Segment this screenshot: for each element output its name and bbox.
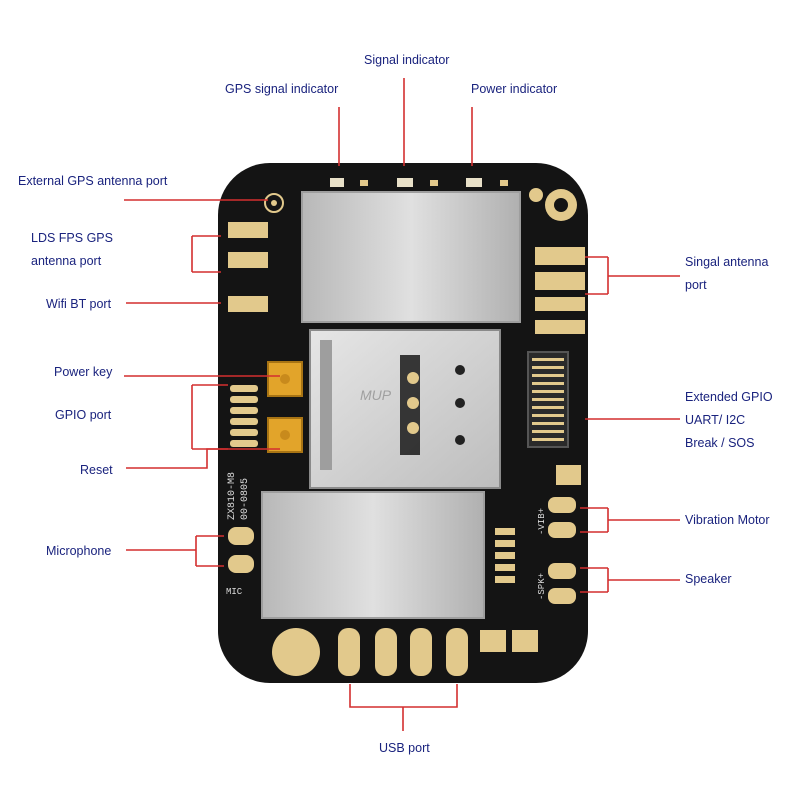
label-lds-fps-gps-line1: LDS FPS GPS: [31, 231, 113, 245]
label-usb-port: USB port: [379, 741, 430, 755]
label-signal-indicator: Signal indicator: [364, 53, 450, 67]
vibration-pad-2: [548, 522, 576, 538]
sim-card-holder: [309, 329, 501, 489]
silkscreen-code: 00-0805: [240, 478, 251, 520]
leader-speaker: [580, 567, 680, 593]
top-rf-shield: [301, 191, 521, 323]
lds-antenna-pad-2: [228, 252, 268, 268]
label-extended-gpio-line1: Extended GPIO: [685, 390, 773, 404]
gpio-pads: [230, 385, 258, 447]
silkscreen-model: ZX810-M8: [227, 472, 238, 520]
leader-vibration: [580, 507, 680, 533]
label-external-gps-antenna-port: External GPS antenna port: [18, 174, 168, 188]
sim-silkscreen: MUP: [360, 387, 392, 403]
vibration-pad-1: [548, 497, 576, 513]
speaker-pad-1: [548, 563, 576, 579]
leader-reset: [126, 448, 280, 469]
microphone-pad-1: [228, 527, 254, 545]
leader-lds-gps: [191, 235, 221, 273]
lds-antenna-pad-1: [228, 222, 268, 238]
label-wifi-bt-port: Wifi BT port: [46, 297, 112, 311]
label-vibration-motor: Vibration Motor: [685, 513, 770, 527]
label-microphone: Microphone: [46, 544, 112, 558]
pcb-board: ZX810-M8 00-0805 MIC -VIB+ -SPK+ MUP: [218, 163, 588, 683]
silkscreen-vib: -VIB+: [537, 508, 547, 535]
wifi-bt-pad: [228, 296, 268, 312]
leader-lines: [124, 78, 680, 731]
label-singal-antenna-line1: Singal antenna: [685, 255, 769, 269]
label-reset: Reset: [80, 463, 113, 477]
microphone-pad-2: [228, 555, 254, 573]
label-power-indicator: Power indicator: [471, 82, 558, 96]
label-extended-gpio-line3: Break / SOS: [685, 436, 755, 450]
reset-button: [267, 417, 303, 453]
external-gps-connector: [264, 193, 284, 213]
usb-pads: [272, 628, 538, 676]
bottom-rf-shield: [261, 491, 485, 619]
leader-signal-antenna: [585, 256, 680, 295]
signal-antenna-pad-2: [535, 272, 585, 290]
label-gpio-port: GPIO port: [55, 408, 112, 422]
signal-led: [397, 178, 413, 187]
label-singal-antenna-line2: port: [685, 278, 707, 292]
speaker-pad-2: [548, 588, 576, 604]
gps-signal-led: [330, 178, 344, 187]
silkscreen-mic: MIC: [226, 587, 243, 597]
signal-antenna-pad-1: [535, 247, 585, 265]
leader-usb: [349, 684, 458, 731]
label-speaker: Speaker: [685, 572, 732, 586]
leader-microphone: [126, 535, 224, 567]
power-led: [466, 178, 482, 187]
label-lds-fps-gps-line2: antenna port: [31, 254, 102, 268]
label-power-key: Power key: [54, 365, 113, 379]
silkscreen-spk: -SPK+: [537, 573, 547, 600]
label-gps-signal-indicator: GPS signal indicator: [225, 82, 339, 96]
label-extended-gpio-line2: UART/ I2C: [685, 413, 746, 427]
